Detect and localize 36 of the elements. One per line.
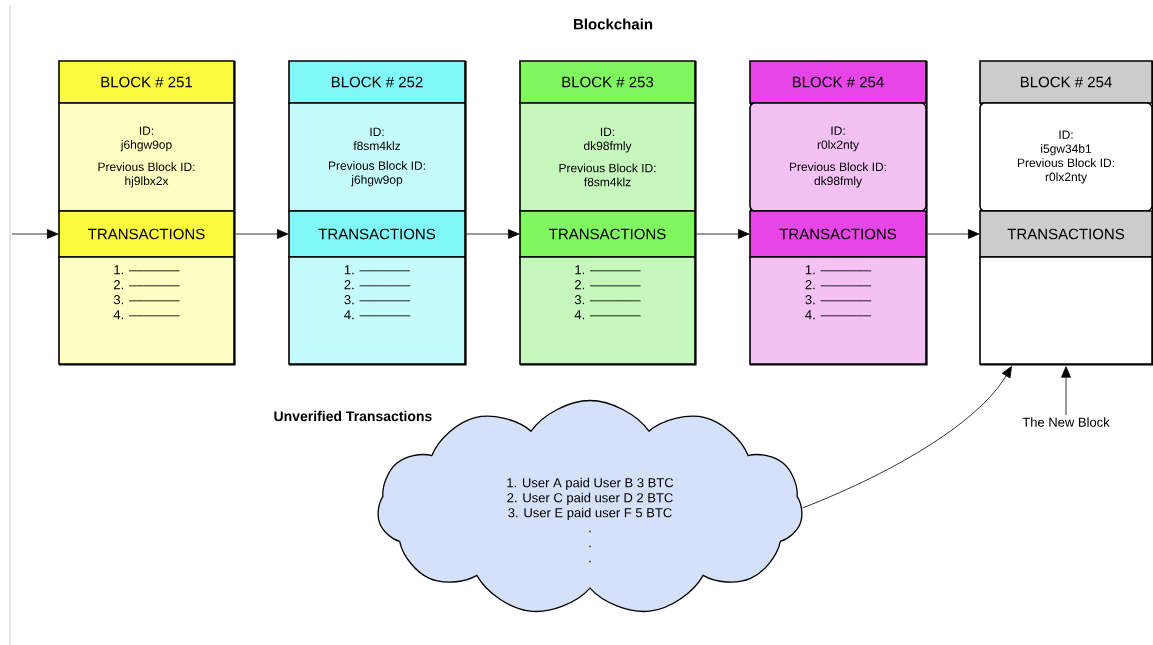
id-section: ID: dk98fmly Previous Block ID: f8sm4klz xyxy=(519,102,696,212)
transactions-list xyxy=(979,256,1153,365)
arrow xyxy=(11,229,59,239)
transactions-band: TRANSACTIONS xyxy=(58,210,235,258)
node-label: . xyxy=(589,560,591,563)
node-label: 2. User C paid user D 2 BTC xyxy=(507,492,673,505)
node-label: 3. User E paid user F 5 BTC xyxy=(508,507,672,520)
block-header: BLOCK # 253 xyxy=(519,60,696,104)
id-section: ID: r0lx2nty Previous Block ID: dk98fmly xyxy=(749,102,927,212)
cloud-heading: Unverified Transactions xyxy=(274,410,432,422)
block-header: BLOCK # 254 xyxy=(979,60,1153,104)
transactions-band: TRANSACTIONS xyxy=(288,210,466,258)
node-label: . xyxy=(589,545,591,548)
transactions-band: TRANSACTIONS xyxy=(519,210,696,258)
arrow xyxy=(235,229,289,239)
transactions-band: TRANSACTIONS xyxy=(979,210,1153,258)
arrow xyxy=(802,366,1012,509)
transactions-list: 1. ––––––– 2. ––––––– 3. ––––––– 4. ––––––– xyxy=(58,256,235,365)
transactions-band: TRANSACTIONS xyxy=(749,210,927,258)
arrow xyxy=(927,229,980,239)
arrow xyxy=(696,229,750,239)
id-section: ID: j6hgw9op Previous Block ID: hj9lbx2x xyxy=(58,102,235,212)
transactions-list: 1. ––––––– 2. ––––––– 3. ––––––– 4. ––––––– xyxy=(288,256,466,365)
id-section: ID: f8sm4klz Previous Block ID: j6hgw9op xyxy=(288,102,466,212)
arrow xyxy=(1061,366,1071,416)
block-header: BLOCK # 251 xyxy=(58,60,235,104)
title: Blockchain xyxy=(574,18,653,30)
block-header: BLOCK # 252 xyxy=(288,60,466,104)
node-label: 1. User A paid User B 3 BTC xyxy=(507,477,674,490)
node-label: . xyxy=(589,530,591,533)
transactions-list: 1. ––––––– 2. ––––––– 3. ––––––– 4. ––––––– xyxy=(749,256,927,365)
caption-text: The New Block xyxy=(1022,417,1110,427)
transactions-list: 1. ––––––– 2. ––––––– 3. ––––––– 4. ––––––– xyxy=(519,256,696,365)
id-section: ID: i5gw34b1 Previous Block ID: r0lx2nty xyxy=(979,102,1153,212)
block-header: BLOCK # 254 xyxy=(749,60,927,104)
arrow xyxy=(466,229,520,239)
